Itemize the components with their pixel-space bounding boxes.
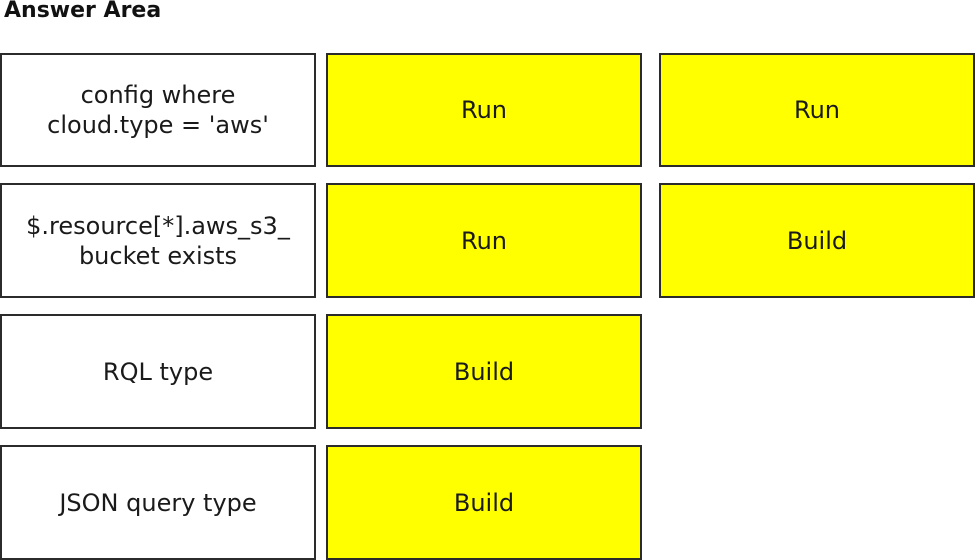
- row-label-text: $.resource[*].aws_s3_ bucket exists: [26, 211, 290, 270]
- row-label-box: $.resource[*].aws_s3_ bucket exists: [0, 183, 316, 298]
- answer-slot[interactable]: Run: [326, 183, 642, 298]
- answer-slot[interactable]: Build: [659, 183, 975, 298]
- row-label-text: JSON query type: [59, 488, 257, 517]
- answer-option-text: Run: [793, 96, 841, 124]
- answer-area-title: Answer Area: [4, 0, 162, 23]
- answer-option-text: Build: [786, 226, 848, 255]
- row-label-box: config where cloud.type = 'aws': [0, 53, 316, 167]
- row-label-text: RQL type: [102, 357, 214, 386]
- row-label-text: config where cloud.type = 'aws': [47, 81, 269, 139]
- answer-option-text: Build: [453, 357, 515, 386]
- answer-slot[interactable]: Run: [326, 53, 642, 167]
- answer-option-text: Build: [453, 488, 515, 517]
- answer-slot[interactable]: Build: [326, 314, 642, 429]
- answer-option-text: Run: [460, 96, 508, 124]
- answer-slot[interactable]: Run: [659, 53, 975, 167]
- answer-option-text: Run: [460, 226, 508, 255]
- answer-slot[interactable]: Build: [326, 445, 642, 560]
- row-label-box: JSON query type: [0, 445, 316, 560]
- row-label-box: RQL type: [0, 314, 316, 429]
